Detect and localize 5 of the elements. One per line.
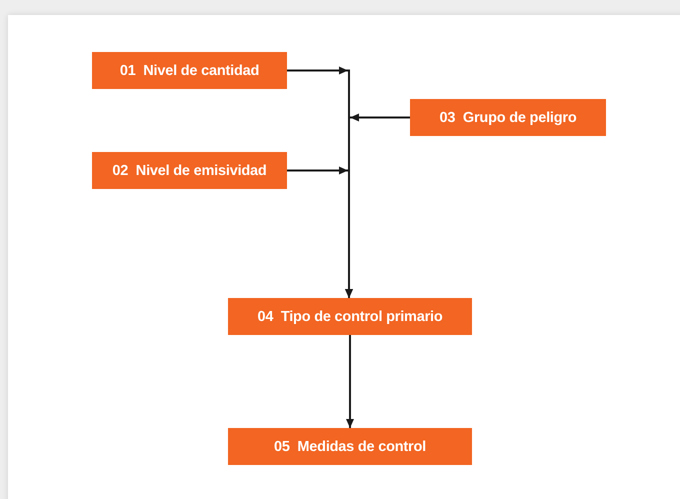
process-box: 01 Nivel de cantidad: [92, 52, 287, 89]
process-box: 03 Grupo de peligro: [410, 99, 606, 136]
process-box: 02 Nivel de emisividad: [92, 152, 287, 189]
process-box: 05 Medidas de control: [228, 428, 472, 465]
process-box: 04 Tipo de control primario: [228, 298, 472, 335]
